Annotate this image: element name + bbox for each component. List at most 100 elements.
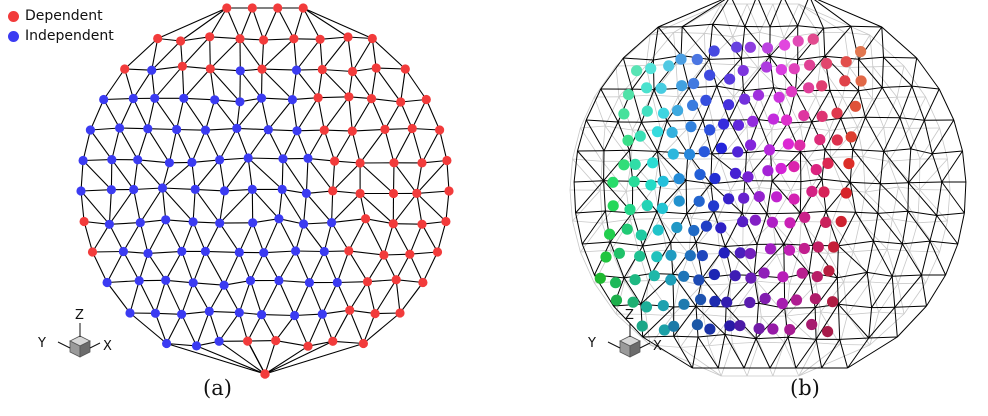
node [666,126,678,138]
independent-node [290,310,300,321]
mesh-edge [947,158,951,191]
mesh-edge [322,68,353,73]
mesh-edge [399,282,424,314]
mesh-edge [281,189,305,225]
mesh-edge [295,223,305,252]
node [704,69,716,81]
mesh-edge [108,189,135,225]
node [790,294,803,306]
mesh-edge [908,153,933,184]
mesh-edge [824,149,851,183]
mesh-edge [872,240,893,277]
dependent-node [303,341,313,351]
node [687,99,699,111]
mesh-edge [247,314,263,342]
independent-node [177,246,187,256]
mesh-edge [138,280,156,314]
mesh-edge [894,305,927,308]
mesh-edge [293,38,298,71]
node [651,251,663,263]
mesh-edge [901,211,909,244]
mesh-edge [718,158,731,191]
mesh-edge [921,274,927,307]
independent-node [107,155,117,165]
node [645,62,657,75]
mesh-edge [725,334,757,340]
independent-node [172,124,182,135]
mesh-edge [823,25,852,29]
mesh-edge [770,25,798,28]
mesh-edge [147,219,167,254]
mesh-edge [238,252,252,281]
mesh-edge [645,34,651,66]
node [798,242,810,255]
mesh-edge [879,183,909,212]
mesh-edge [910,148,933,155]
mesh-edge [248,157,284,160]
mesh-edge [772,190,792,222]
independent-node [190,184,200,194]
mesh-edge [376,67,406,70]
mesh-edge [574,180,604,183]
mesh-edge [931,119,955,155]
dependent-node [367,33,377,44]
dependent-node [313,93,323,103]
mesh-edge [296,130,309,159]
mesh-edge [784,272,810,309]
mesh-edge [352,128,385,132]
mesh-edge [746,126,772,131]
mesh-edge [672,242,697,275]
mesh-edge [204,99,216,131]
mesh-edge [605,125,633,131]
mesh-edge [219,222,240,253]
mesh-edge [962,150,967,183]
mesh-edge [815,339,823,369]
mesh-edge [758,187,791,191]
mesh-edge [858,90,866,118]
node [734,247,746,259]
mesh-edge [729,280,757,318]
mesh-edge [839,344,870,346]
mesh-edge [811,90,831,123]
node [822,157,834,169]
mesh-edge [261,314,277,341]
node [759,292,771,305]
mesh-edge [137,159,170,164]
mesh-edge [650,32,674,36]
z-axis-label-b: Z [625,308,634,323]
node [648,270,660,282]
mesh-edge [133,189,141,223]
mesh-edge [572,189,601,222]
mesh-edge [758,341,785,344]
node [831,134,843,146]
mesh-edge [263,218,280,253]
node [812,241,824,253]
mesh-edge [642,241,671,247]
mesh-edge [869,34,905,67]
mesh-edge [815,64,821,97]
dependent-node [432,247,443,257]
independent-node [234,247,244,257]
mesh-edge [209,68,216,100]
mesh-edge [847,311,879,316]
mesh-edge [615,65,647,67]
mesh-edge [916,57,940,90]
mesh-edge [923,120,933,154]
mesh-edge [919,158,948,190]
independent-node [292,126,302,136]
node [673,173,685,185]
mesh-edge [850,181,881,185]
node [799,211,811,223]
mesh-edge [80,160,84,192]
mesh-edge [883,151,909,184]
mesh-edge [282,130,298,160]
mesh-edge [323,96,350,131]
mesh-edge [658,0,723,28]
mesh-edge [581,210,606,245]
y-axis-label: Y [37,336,46,351]
independent-node [104,219,114,229]
mesh-edge [869,281,899,285]
node [796,267,808,279]
node [840,187,852,199]
mesh-edge [758,87,775,120]
